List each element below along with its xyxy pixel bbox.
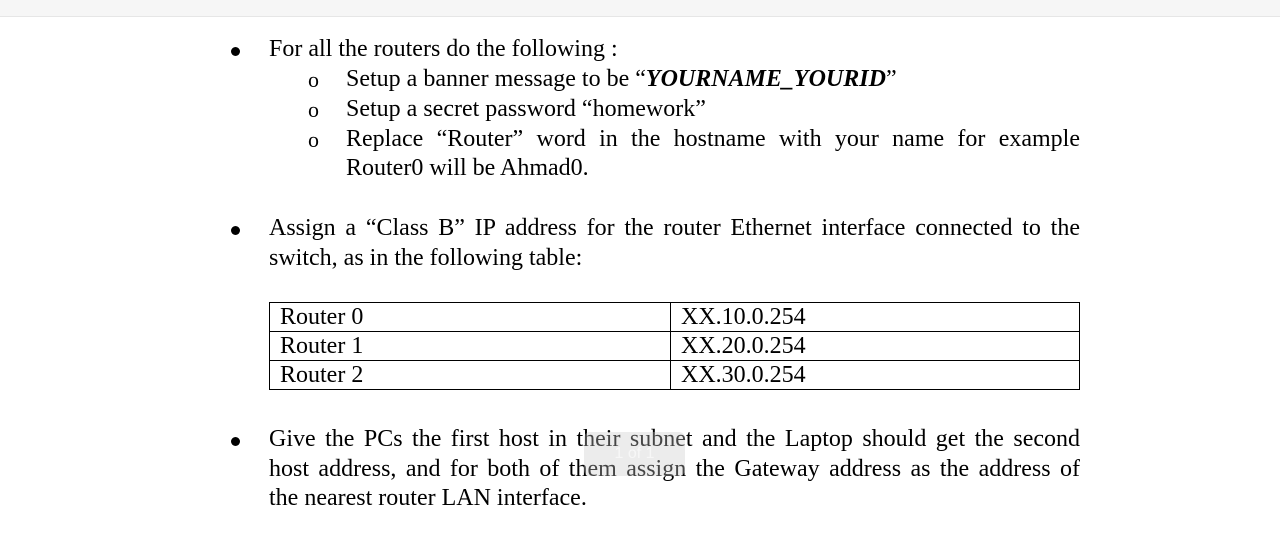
router-name-cell: Router 1 — [269, 331, 671, 361]
table-row: Router 2 XX.30.0.254 — [269, 360, 1080, 390]
sub1-prefix: Setup a banner message to be “ — [346, 66, 646, 92]
section1-heading: For all the routers do the following : — [269, 36, 618, 62]
section1-sub3-line2: Router0 will be Ahmad0. — [346, 155, 589, 181]
viewer-top-bar — [0, 0, 1280, 17]
section3-line1: Give the PCs the first host in their sub… — [269, 426, 1080, 452]
section2-line2: switch, as in the following table: — [269, 245, 583, 271]
section1-sub1: Setup a banner message to be “YOURNAME_Y… — [346, 65, 897, 95]
section1-sub3-line1: Replace “Router” word in the hostname wi… — [346, 126, 1080, 152]
table-row: Router 1 XX.20.0.254 — [269, 331, 1080, 361]
sub-bullet-icon: o — [308, 127, 319, 152]
section2-line1: Assign a “Class B” IP address for the ro… — [269, 215, 1080, 241]
section3-line3: the nearest router LAN interface. — [269, 485, 587, 511]
sub1-suffix: ” — [885, 66, 897, 92]
ip-address-cell: XX.10.0.254 — [670, 302, 1080, 332]
bullet-icon — [231, 437, 240, 446]
router-ip-table: Router 0 XX.10.0.254 Router 1 XX.20.0.25… — [269, 302, 1080, 390]
sub-bullet-icon: o — [308, 97, 319, 122]
bullet-icon — [231, 226, 240, 235]
document-page: For all the routers do the following : o… — [0, 17, 1280, 544]
router-name-cell: Router 2 — [269, 360, 671, 390]
bullet-icon — [231, 47, 240, 56]
router-name-cell: Router 0 — [269, 302, 671, 332]
ip-address-cell: XX.20.0.254 — [670, 331, 1080, 361]
sub1-emphasis: YOURNAME_YOURID — [645, 66, 886, 92]
section1-sub2: Setup a secret password “homework” — [346, 96, 706, 122]
ip-address-cell: XX.30.0.254 — [670, 360, 1080, 390]
section3-line2: host address, and for both of them assig… — [269, 456, 1080, 482]
table-row: Router 0 XX.10.0.254 — [269, 302, 1080, 332]
sub-bullet-icon: o — [308, 67, 319, 92]
page-indicator: 1 of 1 — [584, 432, 685, 476]
